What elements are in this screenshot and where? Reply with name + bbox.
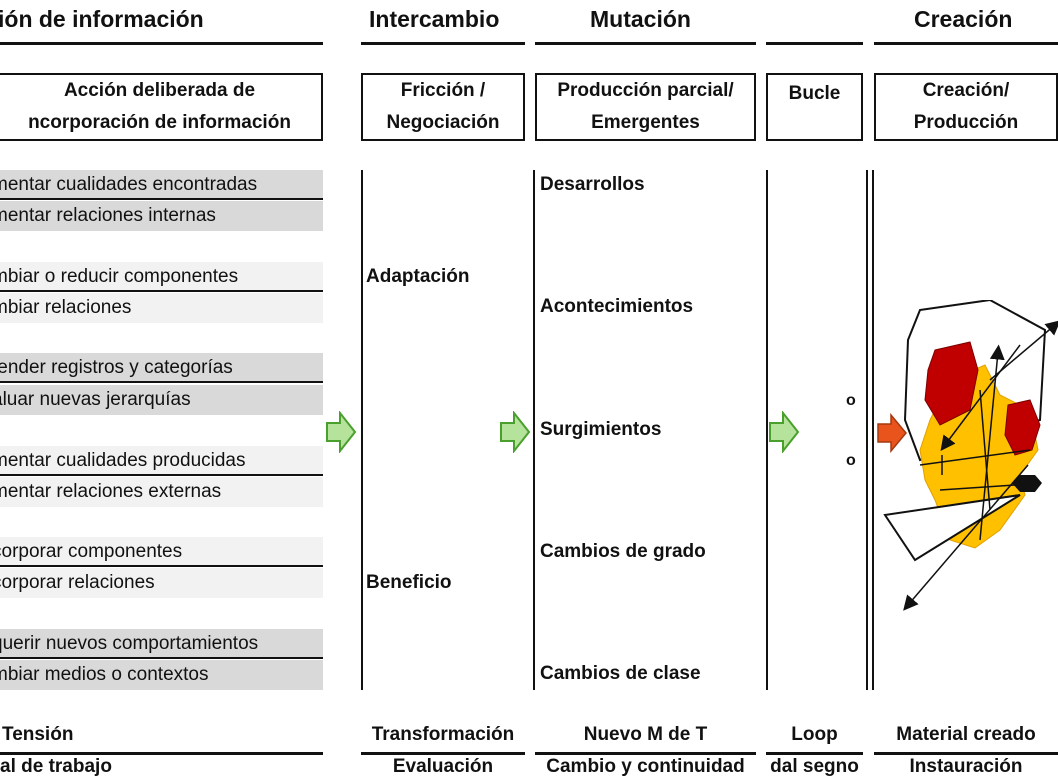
arrow-right-icon <box>769 411 800 453</box>
divider-mutacion <box>533 170 535 690</box>
divider-bucle-right-1 <box>866 170 868 690</box>
divider-bucle-right-2 <box>872 170 874 690</box>
footer-trabajo: al de trabajo <box>0 756 112 777</box>
footer-rule-3 <box>535 752 756 755</box>
label-desarrollos: Desarrollos <box>540 174 645 195</box>
footer-loop: Loop <box>791 724 838 745</box>
footer-rule-5 <box>874 752 1058 755</box>
footer-dal-segno: dal segno <box>770 756 859 777</box>
header-rule-3 <box>535 42 756 45</box>
list-item: mentar cualidades producidas <box>0 446 323 476</box>
footer-evaluacion: Evaluación <box>392 756 494 777</box>
label-beneficio: Beneficio <box>366 572 452 593</box>
list-item: mbiar relaciones <box>0 293 323 323</box>
bucle-marker-upper: o <box>846 392 856 409</box>
list-item: corporar relaciones <box>0 568 323 598</box>
list-item: querir nuevos comportamientos <box>0 629 323 659</box>
footer-material-creado: Material creado <box>896 724 1036 745</box>
label-cambios-clase: Cambios de clase <box>540 663 701 684</box>
footer-rule-2 <box>361 752 525 755</box>
footer-tension: Tensión <box>2 724 74 745</box>
label-adaptacion: Adaptación <box>366 266 470 287</box>
header-creacion: Creación <box>914 6 1013 32</box>
header-rule-4 <box>766 42 863 45</box>
footer-cambio-continuidad: Cambio y continuidad <box>546 756 745 777</box>
box-friccion: Fricción / Negociación <box>361 73 525 141</box>
list-item: aluar nuevas jerarquías <box>0 385 323 415</box>
header-informacion: ión de información <box>0 6 204 32</box>
list-item: mentar cualidades encontradas <box>0 170 323 200</box>
footer-nuevo-m-de-t: Nuevo M de T <box>583 724 708 745</box>
footer-rule-4 <box>766 752 863 755</box>
arrow-right-orange-icon <box>877 413 907 453</box>
list-item: mbiar o reducir componentes <box>0 262 323 292</box>
box-creacion-produccion: Creación/ Producción <box>874 73 1058 141</box>
creation-illustration <box>883 300 1058 611</box>
arrow-right-icon <box>500 411 531 453</box>
header-rule-5 <box>874 42 1058 45</box>
divider-bucle-left <box>766 170 768 690</box>
list-item: mentar relaciones internas <box>0 201 323 231</box>
header-rule-1 <box>0 42 323 45</box>
header-mutacion: Mutación <box>590 6 691 32</box>
list-item: mentar relaciones externas <box>0 477 323 507</box>
header-rule-2 <box>361 42 525 45</box>
label-acontecimientos: Acontecimientos <box>540 296 694 317</box>
footer-instauracion: Instauración <box>909 756 1023 777</box>
box-bucle: Bucle <box>766 73 863 141</box>
divider-intercambio <box>361 170 363 690</box>
header-intercambio: Intercambio <box>369 6 500 32</box>
box-produccion-parcial: Producción parcial/ Emergentes <box>535 73 756 141</box>
box-accion-deliberada: Acción deliberada de ncorporación de inf… <box>0 73 323 141</box>
list-item: mbiar medios o contextos <box>0 660 323 690</box>
label-cambios-grado: Cambios de grado <box>540 541 706 562</box>
footer-transformacion: Transformación <box>371 724 515 745</box>
list-item: corporar componentes <box>0 537 323 567</box>
footer-rule-1 <box>0 752 323 755</box>
label-surgimientos: Surgimientos <box>540 419 662 440</box>
arrow-right-icon <box>326 411 357 453</box>
bucle-marker-lower: o <box>846 452 856 469</box>
list-item: tender registros y categorías <box>0 353 323 383</box>
